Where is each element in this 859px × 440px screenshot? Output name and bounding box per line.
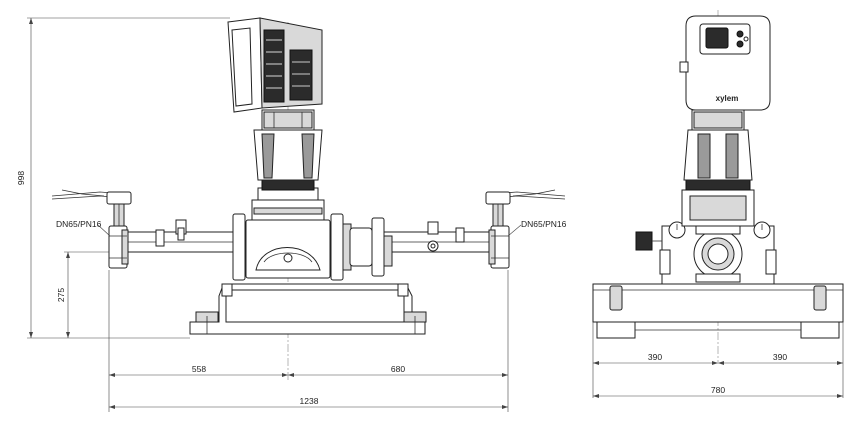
dimension-label-390-right: 390 [773, 352, 787, 362]
pump-side-flanges [232, 213, 393, 281]
dimension-label-1238: 1238 [300, 396, 319, 406]
brand-logo-text: xylem [716, 94, 739, 103]
left-flange [108, 225, 129, 269]
dimension-side-width: 390 390 780 [592, 322, 844, 398]
dimension-inlet-height: 275 [56, 251, 110, 338]
side-pump-column [681, 109, 755, 227]
dimension-horizontal-front: 558 680 1238 [108, 270, 509, 412]
front-view: 998 275 558 680 1238 [16, 17, 567, 412]
right-ball-valve [485, 189, 566, 227]
dimension-label-275: 275 [56, 288, 66, 302]
flange-label-right: DN65/PN16 [507, 219, 567, 237]
base-frame [189, 283, 427, 335]
side-view: xylem 390 390 780 [592, 10, 844, 398]
svg-text:DN65/PN16: DN65/PN16 [56, 219, 102, 229]
dimension-label-390-left: 390 [648, 352, 662, 362]
left-ball-valve [51, 189, 132, 227]
pump-motor-column [253, 109, 323, 201]
dimension-label-780: 780 [711, 385, 725, 395]
side-base-frame [592, 283, 844, 339]
svg-text:DN65/PN16: DN65/PN16 [521, 219, 567, 229]
motor-drive-head [227, 17, 323, 113]
dimension-label-558: 558 [192, 364, 206, 374]
pump-body [245, 199, 331, 279]
pipe-fittings [155, 219, 465, 252]
right-flange [488, 225, 510, 269]
side-drive-head: xylem [679, 15, 771, 111]
flange-label-left: DN65/PN16 [56, 219, 111, 237]
dimension-label-998: 998 [16, 171, 26, 185]
display-screen [705, 27, 729, 49]
dimension-label-680: 680 [391, 364, 405, 374]
dimension-overall-height: 998 [16, 17, 230, 339]
